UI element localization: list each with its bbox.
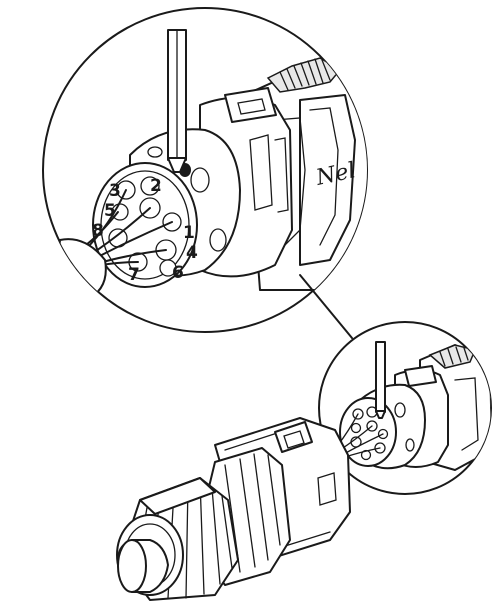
magnified-view: Nel [42,7,368,333]
grip-serration [266,57,342,93]
pin-label-1: 1 [183,223,195,243]
pin-label-6: 6 [172,263,184,283]
pin-label-4: 4 [186,243,198,263]
pin-label-7: 7 [128,265,140,285]
pin-labels: 1 2 3 4 5 6 7 8 [92,176,198,285]
collar-hole [147,146,163,158]
collar-hole [190,167,210,193]
pin-label-5: 5 [104,201,116,221]
pin-label-2: 2 [150,176,162,196]
latch [224,87,277,123]
callout-line [299,274,353,339]
sleeve-latch [274,421,313,453]
collar-hole [209,228,227,252]
pin-sockets [108,176,182,277]
screwdriver [167,29,187,173]
connector-body [116,417,351,601]
pin-label-8: 8 [92,221,104,241]
pin-label-3: 3 [109,181,121,201]
detail-circle-small [318,321,492,495]
